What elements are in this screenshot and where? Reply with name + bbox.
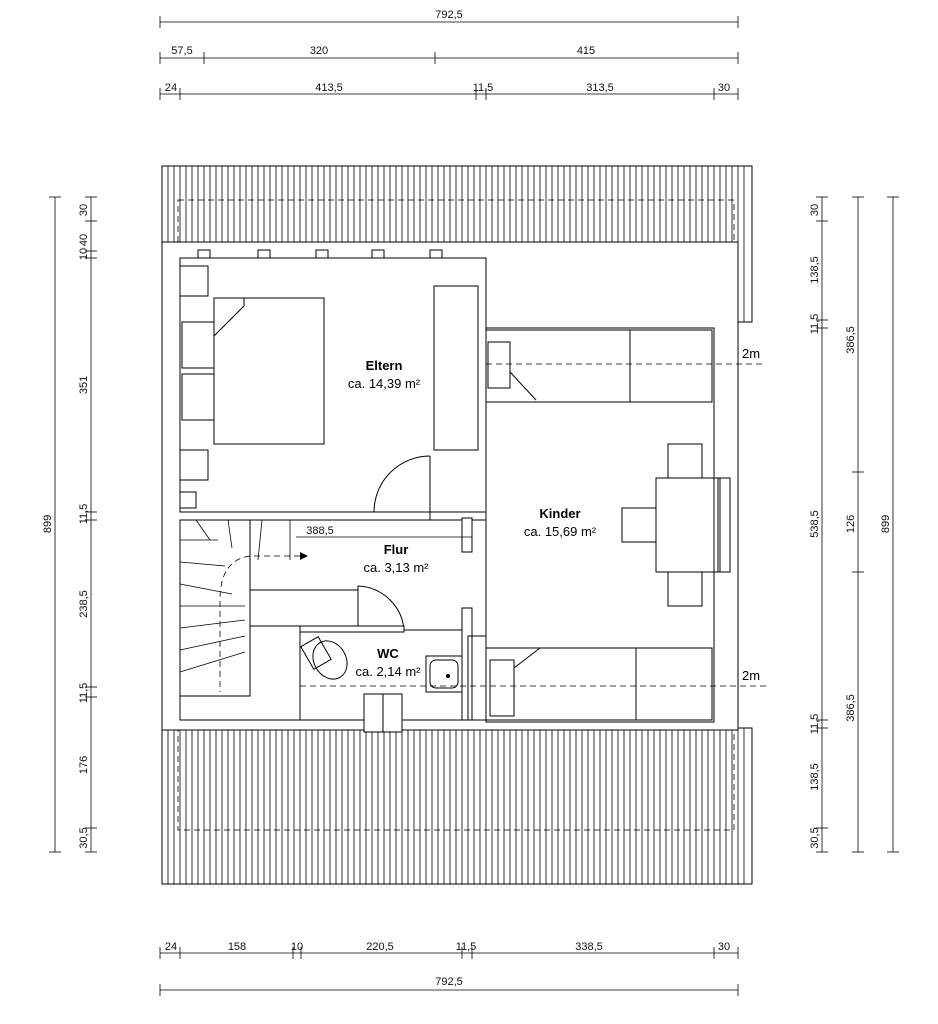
right-inner-dim-4: 11,5 xyxy=(809,714,821,735)
room-area-wc: ca. 2,14 m² xyxy=(355,664,421,679)
left-dim-6: 238,5 xyxy=(78,590,90,618)
nightstand-bottom xyxy=(179,449,209,481)
nightstand-pillow xyxy=(181,373,215,421)
room-wc: WC ca. 2,14 m² xyxy=(299,607,487,733)
wardrobe xyxy=(433,285,479,451)
top-row3-dim-3: 11,5 xyxy=(473,82,494,94)
chair xyxy=(621,507,657,543)
left-dim-7: 11,5 xyxy=(78,683,90,704)
roof-edge-bottom xyxy=(177,729,735,831)
right-outer-dim-1: 386,5 xyxy=(845,326,857,354)
bottom-row1-dim-6: 338,5 xyxy=(575,941,603,953)
top-row3-dim-1: 24 xyxy=(165,82,177,94)
flur-dimension: 388,5 xyxy=(306,525,334,537)
bottom-row1-dim-2: 158 xyxy=(228,941,246,953)
top-total-dim: 792,5 xyxy=(435,9,463,21)
room-area-eltern: ca. 14,39 m² xyxy=(348,376,421,391)
top-row3-dim-2: 413,5 xyxy=(315,82,343,94)
right-inner-dim-2: 138,5 xyxy=(809,256,821,284)
room-name-wc: WC xyxy=(377,646,399,661)
bottom-row1-dim-1: 24 xyxy=(165,941,177,953)
right-total-dim: 899 xyxy=(880,515,892,533)
top-row3-dim-5: 30 xyxy=(718,82,730,94)
small-cabinet xyxy=(179,491,197,509)
nightstand-top xyxy=(179,265,209,297)
door-swing-wc xyxy=(357,585,405,631)
left-dim-3: 40 xyxy=(78,234,90,246)
window-right xyxy=(717,477,731,573)
chair xyxy=(667,571,703,607)
room-name-flur: Flur xyxy=(384,542,409,557)
height-lines: 2m 2m xyxy=(300,346,766,687)
bottom-row1-dim-4: 220,5 xyxy=(366,941,394,953)
right-dimensions: 30 138,5 11,5 538,5 11,5 138,5 30,5 386,… xyxy=(809,196,899,853)
top-row2-dim-1: 57,5 xyxy=(171,45,192,57)
right-inner-dim-6: 30,5 xyxy=(809,827,821,848)
room-area-kinder: ca. 15,69 m² xyxy=(524,524,597,539)
bottom-row1-dim-3: 10 xyxy=(291,941,303,953)
right-inner-dim-5: 138,5 xyxy=(809,763,821,791)
double-bed xyxy=(213,297,325,445)
sink xyxy=(425,655,463,693)
right-inner-dim-3: 11,5 xyxy=(809,314,821,335)
left-dim-1: 30 xyxy=(78,204,90,216)
top-row2-dim-2: 320 xyxy=(310,45,328,57)
room-eltern: Eltern ca. 14,39 m² xyxy=(179,265,487,553)
top-dimensions: 792,5 57,5 320 415 24 413,5 11,5 313,5 3… xyxy=(159,9,739,100)
left-dim-4: 351 xyxy=(78,376,90,394)
height-line-bottom-label: 2m xyxy=(742,668,760,683)
bottom-row1-dim-7: 30 xyxy=(718,941,730,953)
left-total-dim: 899 xyxy=(42,515,54,533)
right-middle-dim: 538,5 xyxy=(809,510,821,538)
right-outer-dim-2: 126 xyxy=(845,515,857,533)
bed-top xyxy=(485,329,713,403)
stair-walkline xyxy=(219,555,300,692)
right-inner-dim-1: 30 xyxy=(809,204,821,216)
room-kinder: Kinder ca. 15,69 m² xyxy=(485,329,731,721)
roof-bottom xyxy=(161,727,753,885)
door-swing-eltern xyxy=(373,455,431,513)
room-name-eltern: Eltern xyxy=(366,358,403,373)
room-flur: 388,5 Flur ca. 3,13 m² xyxy=(179,519,472,697)
left-dim-8: 176 xyxy=(78,756,90,774)
nightstand-pillow xyxy=(181,321,215,369)
toilet xyxy=(300,636,348,680)
bottom-row1-dim-5: 11,5 xyxy=(456,941,477,953)
left-dim-2: 10 xyxy=(78,248,90,260)
left-dim-9: 30,5 xyxy=(78,827,90,848)
top-row2-dim-3: 415 xyxy=(577,45,595,57)
bottom-dimensions: 24 158 10 220,5 11,5 338,5 30 792,5 xyxy=(159,941,739,996)
room-name-kinder: Kinder xyxy=(539,506,580,521)
staircase xyxy=(179,519,291,673)
chair xyxy=(667,443,703,479)
right-outer-dim-3: 386,5 xyxy=(845,694,857,722)
left-dimensions: 899 30 10 40 351 11,5 238,5 11,5 176 30,… xyxy=(42,196,97,853)
left-dim-5: 11,5 xyxy=(78,504,90,525)
bottom-total-dim: 792,5 xyxy=(435,976,463,988)
room-area-flur: ca. 3,13 m² xyxy=(363,560,429,575)
top-row3-dim-4: 313,5 xyxy=(586,82,614,94)
height-line-top-label: 2m xyxy=(742,346,760,361)
